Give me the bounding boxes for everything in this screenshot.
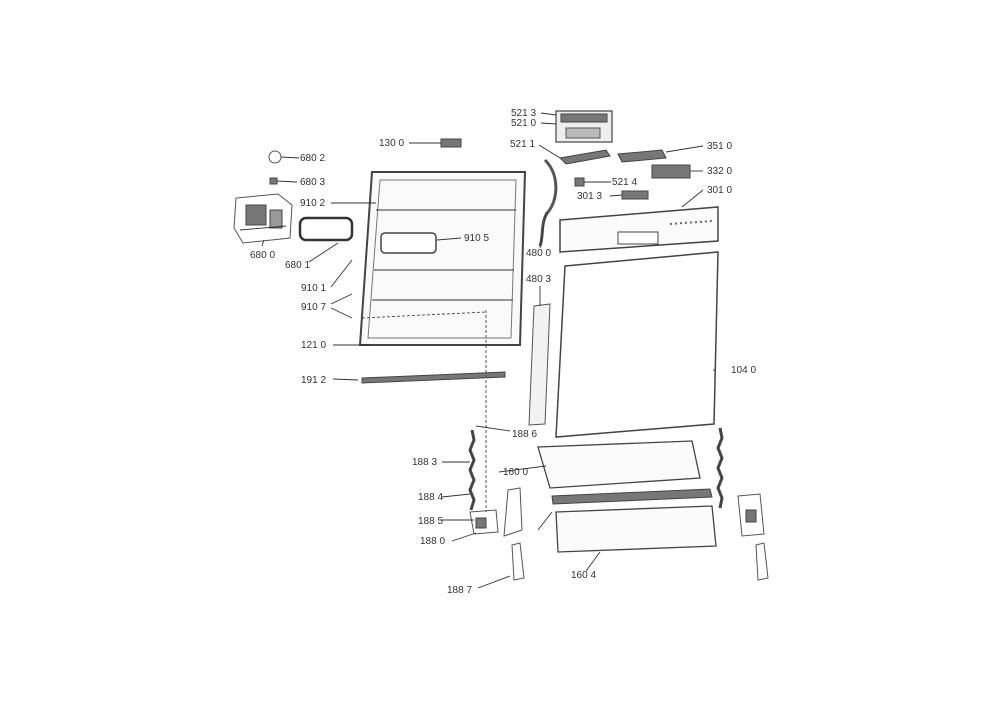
label-130-0: 130 0 <box>379 138 404 149</box>
part-left-hinge-cover <box>511 542 525 581</box>
label-680-0: 680 0 <box>250 250 275 261</box>
part-control-panel <box>559 206 719 253</box>
part-right-hinge-cover <box>755 542 769 581</box>
label-160-0: 160 0 <box>503 467 528 478</box>
part-control-module <box>555 110 613 143</box>
label-521-4: 521 4 <box>612 177 637 188</box>
label-480-3: 480 3 <box>526 274 551 285</box>
part-dispenser-housing <box>233 193 293 244</box>
label-680-2: 680 2 <box>300 153 325 164</box>
label-680-1: 680 1 <box>285 260 310 271</box>
part-inner-door-panel <box>358 171 527 346</box>
label-188-4: 188 4 <box>418 492 443 503</box>
part-outer-door-panel <box>555 251 719 438</box>
part-ring <box>268 150 282 164</box>
label-188-6: 188 6 <box>512 429 537 440</box>
label-521-1: 521 1 <box>510 139 535 150</box>
label-351-0: 351 0 <box>707 141 732 152</box>
part-latch-small <box>440 138 462 148</box>
label-332-0: 332 0 <box>707 166 732 177</box>
label-104-0: 104 0 <box>731 365 756 376</box>
label-480-0: 480 0 <box>526 248 551 259</box>
label-188-7: 188 7 <box>447 585 472 596</box>
part-left-spring <box>468 429 476 511</box>
label-301-0: 301 0 <box>707 185 732 196</box>
label-910-1: 910 1 <box>301 283 326 294</box>
label-188-5: 188 5 <box>418 516 443 527</box>
leader-lines <box>261 112 716 589</box>
part-button-strip <box>621 190 649 200</box>
label-160-4: 160 4 <box>571 570 596 581</box>
part-control-bracket <box>558 149 611 165</box>
label-191-2: 191 2 <box>301 375 326 386</box>
label-121-0: 121 0 <box>301 340 326 351</box>
label-188-3: 188 3 <box>412 457 437 468</box>
part-small-clip <box>269 177 278 185</box>
label-521-0: 521 0 <box>511 118 536 129</box>
part-kick-plate-bottom <box>555 505 717 553</box>
part-control-board <box>651 164 691 179</box>
part-right-hinge <box>737 493 765 537</box>
part-switch-small <box>574 177 585 187</box>
part-dispenser-gasket <box>298 216 354 242</box>
part-left-hinge <box>469 487 523 537</box>
label-910-7: 910 7 <box>301 302 326 313</box>
label-680-3: 680 3 <box>300 177 325 188</box>
part-kick-plate-top <box>537 440 701 489</box>
part-kick-plate-rail <box>551 488 713 505</box>
part-bottom-strip <box>361 371 506 384</box>
label-521-3: 521 3 <box>511 108 536 119</box>
label-188-0: 188 0 <box>420 536 445 547</box>
label-301-3: 301 3 <box>577 191 602 202</box>
part-right-spring <box>716 427 724 509</box>
label-910-2: 910 2 <box>300 198 325 209</box>
assembly-line-horizontal <box>361 311 487 319</box>
part-side-strip <box>528 303 551 426</box>
label-910-5: 910 5 <box>464 233 489 244</box>
part-door-switch <box>617 149 667 163</box>
